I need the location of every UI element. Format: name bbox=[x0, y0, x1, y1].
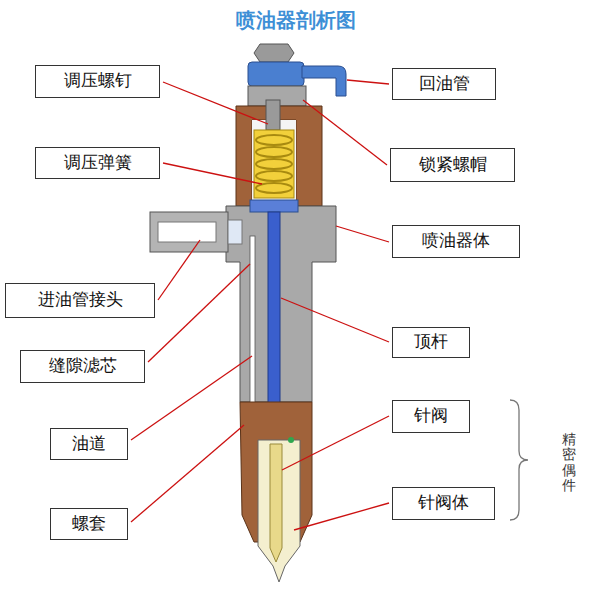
part-name: 喷油器体 bbox=[422, 231, 490, 251]
part-name: 缝隙滤芯 bbox=[49, 356, 117, 376]
callout-box: 调压螺钉 bbox=[35, 65, 160, 98]
inlet-fitting bbox=[150, 212, 228, 252]
needle-body bbox=[258, 440, 300, 582]
part-name: 顶杆 bbox=[414, 332, 448, 352]
part-name: 针阀 bbox=[414, 406, 448, 426]
callout-box: 锁紧螺帽 bbox=[390, 148, 515, 182]
callout-box: 回油管 bbox=[392, 68, 496, 100]
callout-box: 进油管接头 bbox=[5, 283, 155, 318]
spring bbox=[254, 130, 294, 198]
callout-box: 针阀体 bbox=[392, 487, 495, 520]
part-name: 进油管接头 bbox=[38, 290, 123, 310]
callout-box: 螺套 bbox=[50, 508, 128, 540]
part-name: 回油管 bbox=[419, 74, 470, 94]
spring-cavity bbox=[252, 120, 296, 204]
callout-box: 调压弹簧 bbox=[35, 147, 160, 179]
hex-nut bbox=[254, 44, 294, 62]
callout-box: 针阀 bbox=[392, 400, 470, 433]
callout-box: 顶杆 bbox=[392, 327, 470, 358]
part-name: 调压弹簧 bbox=[64, 153, 132, 173]
inlet-bore bbox=[158, 222, 216, 242]
part-name: 针阀体 bbox=[418, 493, 469, 513]
locating-pin bbox=[288, 437, 294, 443]
leader-lines bbox=[131, 80, 389, 530]
callout-box: 缝隙滤芯 bbox=[20, 350, 145, 383]
callout-box: 喷油器体 bbox=[392, 225, 520, 258]
part-name: 锁紧螺帽 bbox=[419, 155, 487, 175]
spring-seat bbox=[250, 200, 298, 212]
part-name: 油道 bbox=[72, 434, 106, 454]
needle-valve bbox=[270, 444, 282, 562]
injector-body bbox=[226, 206, 336, 402]
adjust-screw bbox=[266, 100, 280, 130]
group-label: 精密偶件 bbox=[562, 432, 576, 494]
part-name: 调压螺钉 bbox=[64, 71, 132, 91]
diagram-title: 喷油器剖析图 bbox=[236, 7, 356, 34]
part-name: 螺套 bbox=[72, 514, 106, 534]
callout-box: 油道 bbox=[50, 428, 128, 460]
group-bracket bbox=[510, 400, 528, 520]
return-pipe bbox=[302, 66, 346, 96]
return-fitting bbox=[248, 62, 304, 86]
inlet-nut bbox=[228, 220, 242, 244]
